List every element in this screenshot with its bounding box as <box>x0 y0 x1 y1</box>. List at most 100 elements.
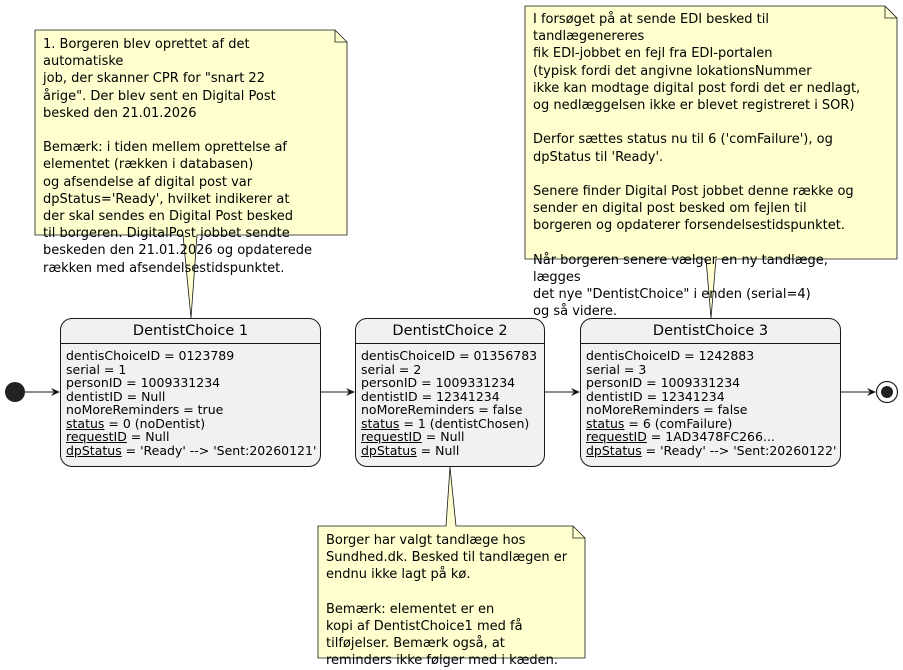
note-line: beskeden den 21.01.2026 og opdaterede <box>43 243 313 259</box>
attribute-value: = Null <box>126 429 170 444</box>
attribute-key: dentisChoiceID <box>66 348 161 363</box>
attribute-key: serial <box>361 361 395 377</box>
attribute-key: requestID <box>361 429 422 444</box>
attribute-value: = false <box>699 402 748 417</box>
attribute-key: personID <box>361 375 418 390</box>
attribute-row: requestID = 1AD3478FC266... <box>586 430 835 444</box>
attribute-row: dentistID = Null <box>66 388 315 404</box>
attribute-key: personID <box>66 375 123 390</box>
transition-1-2 <box>321 388 355 396</box>
state-title: DentistChoice 1 <box>61 319 320 344</box>
note-line: og så videre. <box>533 304 617 320</box>
transition-2-3 <box>545 388 580 396</box>
note-1-outline <box>34 29 348 319</box>
note-line: Bemærk: elementet er en <box>326 601 495 617</box>
attribute-key: serial <box>586 361 620 377</box>
attribute-row: dpStatus = Null <box>361 442 539 458</box>
note-line: til borgeren. DigitalPost jobbet sendte <box>43 226 290 242</box>
note-line <box>533 114 877 131</box>
attribute-key: status <box>586 415 625 431</box>
note-line: besked den 21.01.2026 <box>43 105 197 121</box>
attribute-row: dentisChoiceID = 01356783 <box>361 349 539 363</box>
end-node-dot <box>881 386 893 398</box>
attribute-value: = 1009331234 <box>417 375 516 390</box>
attribute-row: status = 0 (noDentist) <box>66 415 315 431</box>
state-title: DentistChoice 2 <box>356 319 544 344</box>
note-line <box>326 584 572 601</box>
attribute-value: = 3 <box>619 361 647 377</box>
note-line: kopi af DentistChoice1 med få <box>326 619 523 634</box>
attribute-value: = 0 (noDentist) <box>104 415 206 431</box>
note-line: årige". Der blev sent en Digital Post <box>43 88 276 104</box>
note-line: ikke kan modtage digital post fordi det … <box>533 80 861 96</box>
attribute-value: = Null <box>421 429 465 444</box>
attribute-value: = true <box>179 402 224 417</box>
attribute-key: serial <box>66 361 100 377</box>
note-3-outline <box>524 5 898 319</box>
note-line: elementet (rækken i databasen) <box>43 157 254 173</box>
note-line: tilføjelser. Bemærk også, at <box>326 636 505 652</box>
attribute-row: requestID = Null <box>66 430 315 444</box>
note-line: dpStatus til 'Ready'. <box>533 149 664 165</box>
state-title: DentistChoice 3 <box>581 319 840 344</box>
state-dentistchoice-3: DentistChoice 3 dentisChoiceID = 1242883… <box>580 318 841 467</box>
note-line: borgeren og opdaterer forsendelsestidspu… <box>533 218 845 234</box>
attribute-key: dentistID <box>66 388 123 404</box>
attribute-key: personID <box>586 375 643 390</box>
attribute-row: serial = 2 <box>361 361 539 377</box>
attribute-value: = Null <box>122 388 166 404</box>
note-line: Når borgeren senere vælger en ny tandlæg… <box>533 252 833 285</box>
note-line: det nye "DentistChoice" i enden (serial=… <box>533 287 811 303</box>
note-line: job, der skanner CPR for "snart 22 <box>43 71 265 87</box>
attribute-value: = 1242883 <box>680 348 755 363</box>
note-line: der skal sendes en Digital Post besked <box>43 209 294 225</box>
attribute-row: personID = 1009331234 <box>361 376 539 390</box>
state-dentistchoice-2: DentistChoice 2 dentisChoiceID = 0135678… <box>355 318 545 467</box>
attribute-value: = Null <box>416 442 460 458</box>
note-line: Senere finder Digital Post jobbet denne … <box>533 184 854 199</box>
attribute-row: requestID = Null <box>361 430 539 444</box>
attribute-key: dpStatus <box>586 442 642 458</box>
note-line: (typisk fordi det angivne lokationsNumme… <box>533 63 812 79</box>
attribute-row: noMoreReminders = false <box>586 403 835 417</box>
start-node <box>5 382 25 402</box>
note-3: I forsøget på at sende EDI besked til ta… <box>525 7 885 319</box>
note-line: dpStatus='Ready', hvilket indikerer at <box>43 191 290 207</box>
attribute-key: dpStatus <box>66 442 122 458</box>
attribute-row: dentisChoiceID = 1242883 <box>586 349 835 363</box>
attribute-row: dentistID = 12341234 <box>361 388 539 404</box>
attribute-key: noMoreReminders <box>361 402 475 417</box>
note-line: reminders ikke følger med i kæden. <box>326 653 558 669</box>
note-line: rækken med afsendelsestidspunktet. <box>43 260 285 276</box>
attribute-key: status <box>361 415 400 431</box>
attribute-row: dentisChoiceID = 0123789 <box>66 349 315 363</box>
attribute-value: = 1 <box>99 361 127 377</box>
note-line: og afsendelse af digital post var <box>43 174 253 190</box>
attribute-row: dpStatus = 'Ready' --> 'Sent:20260121' <box>66 442 316 458</box>
attribute-key: dpStatus <box>361 442 417 458</box>
attribute-key: requestID <box>586 429 647 444</box>
note-line: fik EDI-jobbet en fejl fra EDI-portalen <box>533 46 773 62</box>
attribute-key: dentistID <box>586 388 643 404</box>
attribute-key: noMoreReminders <box>66 402 180 417</box>
note-line: Bemærk: i tiden mellem oprettelse af <box>43 140 287 156</box>
attribute-value: = 01356783 <box>455 348 538 363</box>
note-line: Borger har valgt tandlæge hos <box>326 533 526 548</box>
attribute-value: = 2 <box>394 361 422 377</box>
attribute-value: = 12341234 <box>642 388 725 404</box>
attribute-key: dentistID <box>361 388 418 404</box>
note-line: Derfor sættes status nu til 6 ('comFailu… <box>533 132 833 148</box>
note-line: og nedlæggelsen ikke er blevet registrer… <box>533 98 855 114</box>
note-1-corner <box>334 30 347 43</box>
attribute-key: noMoreReminders <box>586 402 700 417</box>
attribute-key: dentisChoiceID <box>361 348 456 363</box>
attribute-row: noMoreReminders = false <box>361 403 539 417</box>
attribute-value: = 6 (comFailure) <box>624 415 733 431</box>
attribute-value: = 1 (dentistChosen) <box>399 415 530 431</box>
attribute-row: noMoreReminders = true <box>66 403 315 417</box>
